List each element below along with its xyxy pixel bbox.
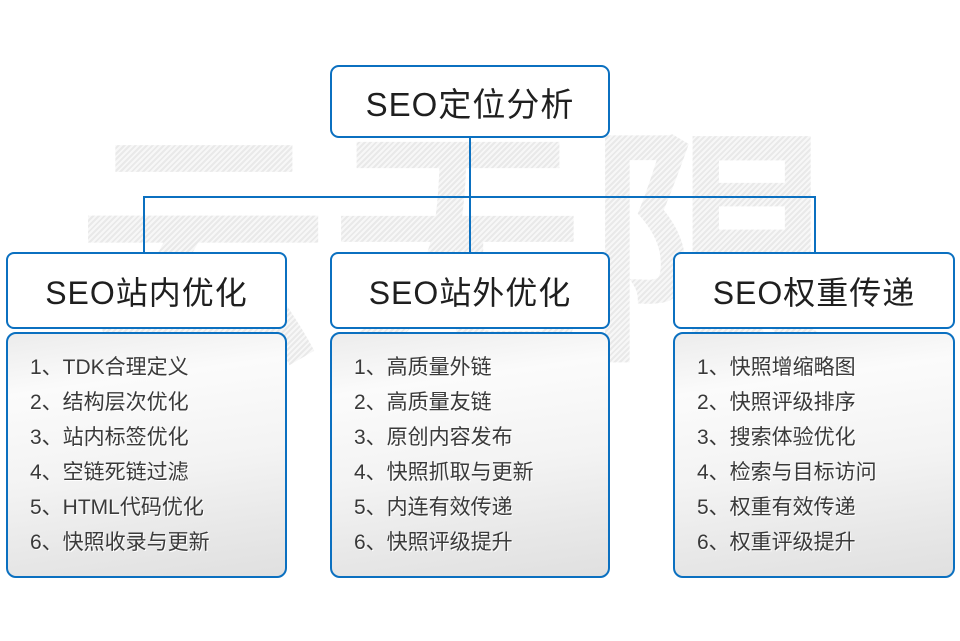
- branch-header-weight: SEO权重传递: [673, 252, 955, 329]
- list-item: 2、快照评级排序: [697, 391, 856, 414]
- list-item: 1、快照增缩略图: [697, 356, 856, 379]
- list-item: 3、原创内容发布: [354, 426, 513, 449]
- branch-header-onsite: SEO站内优化: [6, 252, 287, 329]
- list-item: 4、空链死链过滤: [30, 461, 189, 484]
- connector-stem-middle: [469, 196, 471, 253]
- list-item: 6、权重评级提升: [697, 531, 856, 554]
- list-item: 6、快照评级提升: [354, 531, 513, 554]
- branch-panel-offsite: 1、高质量外链 2、高质量友链 3、原创内容发布 4、快照抓取与更新 5、内连有…: [330, 332, 610, 578]
- branch-column-weight: SEO权重传递 1、快照增缩略图 2、快照评级排序 3、搜索体验优化 4、检索与…: [673, 252, 955, 578]
- list-item: 3、搜索体验优化: [697, 426, 856, 449]
- list-item: 6、快照收录与更新: [30, 531, 210, 554]
- root-node: SEO定位分析: [330, 65, 610, 138]
- list-item: 5、权重有效传递: [697, 496, 856, 519]
- branch-panel-onsite: 1、TDK合理定义 2、结构层次优化 3、站内标签优化 4、空链死链过滤 5、H…: [6, 332, 287, 578]
- root-node-title: SEO定位分析: [365, 85, 575, 123]
- list-item: 3、站内标签优化: [30, 426, 189, 449]
- branch-column-onsite: SEO站内优化 1、TDK合理定义 2、结构层次优化 3、站内标签优化 4、空链…: [6, 252, 287, 578]
- list-item: 5、内连有效传递: [354, 496, 513, 519]
- branch-header-offsite: SEO站外优化: [330, 252, 610, 329]
- branch-title: SEO权重传递: [712, 274, 916, 311]
- list-item: 5、HTML代码优化: [30, 496, 204, 519]
- connector-root-stem: [469, 137, 471, 198]
- connector-stem-left: [143, 196, 145, 253]
- connector-rail: [143, 196, 816, 198]
- list-item: 4、检索与目标访问: [697, 461, 877, 484]
- list-item: 1、TDK合理定义: [30, 356, 189, 379]
- branch-panel-weight: 1、快照增缩略图 2、快照评级排序 3、搜索体验优化 4、检索与目标访问 5、权…: [673, 332, 955, 578]
- list-item: 1、高质量外链: [354, 356, 492, 379]
- branch-title: SEO站外优化: [368, 274, 572, 311]
- list-item: 4、快照抓取与更新: [354, 461, 534, 484]
- branch-column-offsite: SEO站外优化 1、高质量外链 2、高质量友链 3、原创内容发布 4、快照抓取与…: [330, 252, 610, 578]
- branch-title: SEO站内优化: [45, 274, 248, 311]
- list-item: 2、高质量友链: [354, 391, 492, 414]
- list-item: 2、结构层次优化: [30, 391, 189, 414]
- connector-stem-right: [814, 196, 816, 253]
